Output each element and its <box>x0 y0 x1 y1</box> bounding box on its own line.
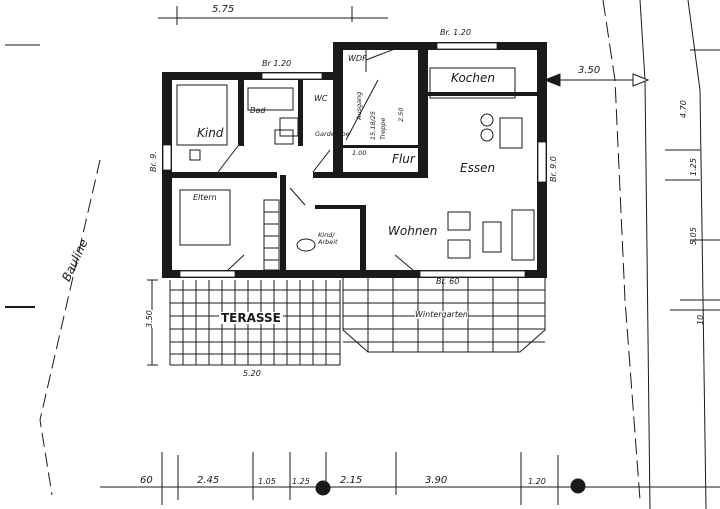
room-wc: WC <box>314 94 328 103</box>
window-label-top-left: Br 1.20 <box>262 59 292 68</box>
dim-terrace-width: 5.20 <box>243 369 261 378</box>
road-edge-line-2 <box>687 0 707 509</box>
room-wohnen: Wohnen <box>388 224 438 238</box>
dim-bottom-1: 60 <box>140 475 153 486</box>
dim-bottom-3: 1.05 <box>258 477 276 486</box>
stair-length: 2.50 <box>397 107 405 122</box>
room-bad: Bad <box>250 106 266 115</box>
window-label-top-right: Br. 1.20 <box>440 28 471 37</box>
room-wdf: WDF <box>348 54 367 63</box>
dim-right-4: 10 <box>696 314 705 325</box>
room-essen: Essen <box>460 161 496 175</box>
dim-right-1: 4.70 <box>679 100 688 118</box>
dim-bottom-2: 2.45 <box>197 475 220 486</box>
stair-label: Treppe <box>379 117 387 140</box>
dim-right-arrow: 3.50 <box>578 65 601 76</box>
road-edge-line <box>639 0 651 509</box>
window-label-right: Br. 9.0 <box>549 156 558 182</box>
dim-right-2: 1.25 <box>689 158 698 176</box>
plot-boundary-left <box>39 159 101 496</box>
room-kochen: Kochen <box>451 71 495 85</box>
stair-width: 1.00 <box>352 149 367 157</box>
room-kind-arbeit: Kind/ Arbeit <box>318 231 338 246</box>
dim-top: 5.75 <box>212 4 235 15</box>
dim-terrace-depth: 3.50 <box>145 310 154 328</box>
window-label-left: Br. 9. <box>149 151 158 172</box>
stair-spec: 15,18/25 <box>369 110 377 140</box>
room-flur: Flur <box>392 152 415 166</box>
room-terrasse: TERASSE <box>219 311 283 325</box>
dim-bottom-5: 2.15 <box>340 475 363 486</box>
room-kind: Kind <box>197 126 224 140</box>
terrace-grid <box>169 280 341 366</box>
dim-right-3: 5.05 <box>689 227 698 245</box>
room-wintergarten: Wintergarten <box>415 310 468 319</box>
plot-boundary-right <box>602 0 641 501</box>
window-label-bottom: Br. 60 <box>436 277 460 286</box>
dim-bottom-6: 3.90 <box>425 475 448 486</box>
dim-bottom-7: 1.20 <box>528 477 546 486</box>
room-garderobe: Garderobe <box>315 130 350 138</box>
dim-bottom-4: 1.25 <box>292 477 310 486</box>
room-eltern: Eltern <box>193 193 217 202</box>
stair-ausgang: Ausgang <box>355 91 363 120</box>
